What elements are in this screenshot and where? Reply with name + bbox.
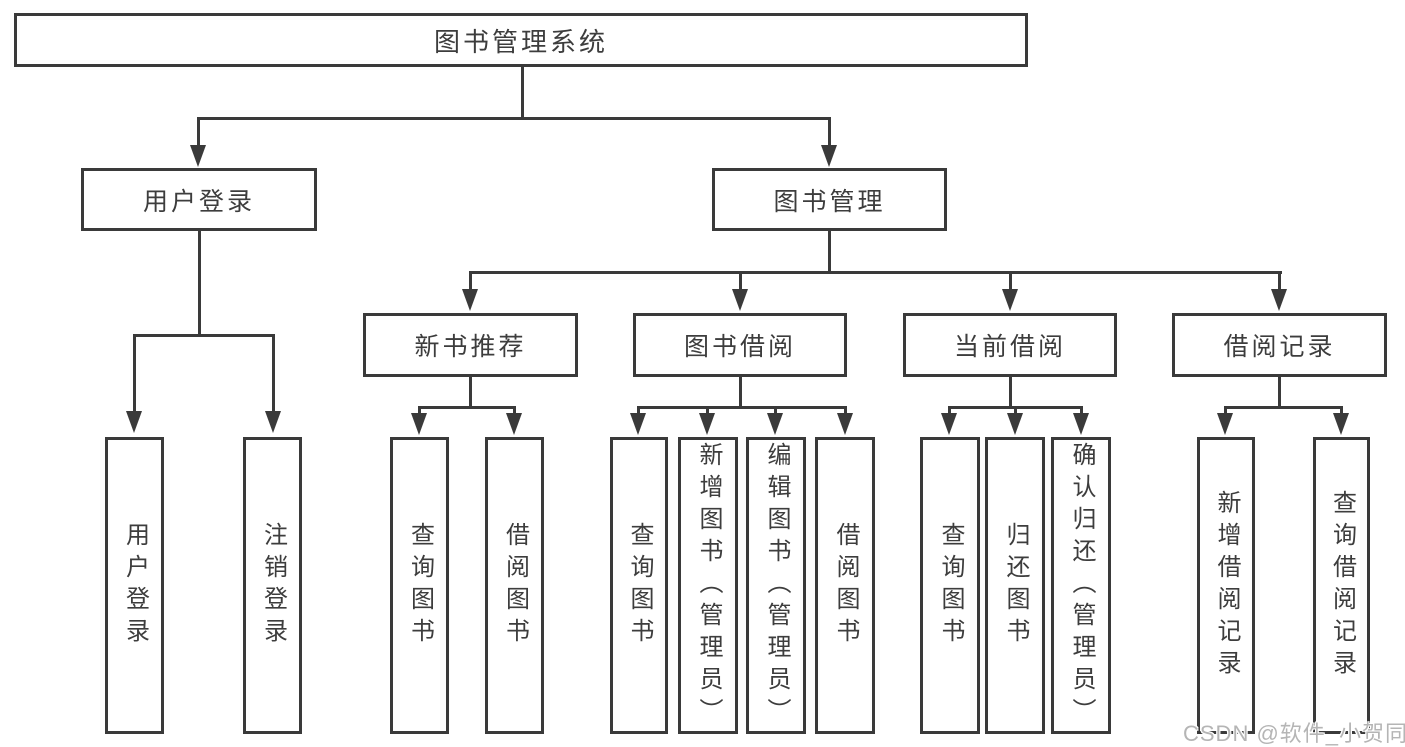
arrowhead-down-icon <box>126 411 142 433</box>
arrowhead-down-icon <box>1002 289 1018 311</box>
leaf-label: 查询图书 <box>937 521 964 650</box>
connector-stem <box>1009 375 1012 409</box>
node-root-library-system: 图书管理系统 <box>14 13 1028 67</box>
leaf-label: 查询图书 <box>406 521 434 650</box>
node-current-borrowing-label: 当前借阅 <box>953 333 1066 361</box>
connector-stem <box>469 271 472 291</box>
connector-stem <box>1014 406 1017 416</box>
node-leaf-borrow-books: 借阅图书 <box>815 437 875 734</box>
node-leaf-add-borrow-record: 新增借阅记录 <box>1197 437 1255 734</box>
arrowhead-down-icon <box>1333 413 1349 435</box>
connector-stem <box>739 271 742 291</box>
connector-stem <box>774 406 777 416</box>
connector-stem <box>1224 406 1227 416</box>
node-leaf-edit-books-admin: 编辑图书（管理员） <box>746 437 806 734</box>
node-book-management: 图书管理 <box>712 168 947 231</box>
leaf-label: 查询图书 <box>626 521 653 650</box>
connector-stem <box>133 334 136 413</box>
arrowhead-down-icon <box>411 413 427 435</box>
node-book-borrowing: 图书借阅 <box>633 313 847 377</box>
arrowhead-down-icon <box>699 413 715 435</box>
node-borrow-records: 借阅记录 <box>1172 313 1387 377</box>
connector-stem <box>1080 406 1083 416</box>
connector-stem <box>706 406 709 416</box>
connector-stem <box>1278 375 1281 409</box>
connector-stem <box>637 406 640 416</box>
connector-stem <box>469 375 472 409</box>
node-leaf-return-books: 归还图书 <box>985 437 1045 734</box>
node-borrow-records-label: 借阅记录 <box>1223 333 1336 361</box>
leaf-label: 用户登录 <box>121 521 149 650</box>
connector-stem <box>739 375 742 409</box>
leaf-label: 新增图书（管理员） <box>695 441 722 730</box>
arrowhead-down-icon <box>506 413 522 435</box>
connector-stem <box>197 117 200 148</box>
csdn-watermark: CSDN @软件_小贺同学 <box>1183 721 1405 746</box>
connector-stem <box>1278 271 1281 291</box>
node-new-book-recommend-label: 新书推荐 <box>414 333 527 361</box>
node-leaf-query-books-recommend: 查询图书 <box>390 437 449 734</box>
connector-stem <box>844 406 847 416</box>
arrowhead-down-icon <box>630 413 646 435</box>
leaf-label: 归还图书 <box>1002 521 1029 650</box>
arrowhead-down-icon <box>265 411 281 433</box>
leaf-label: 借阅图书 <box>501 521 529 650</box>
node-leaf-query-books-current: 查询图书 <box>920 437 980 734</box>
connector-stem <box>948 406 951 416</box>
connector-root-stem <box>521 65 524 119</box>
arrowhead-down-icon <box>1073 413 1089 435</box>
connector-stem <box>828 229 831 274</box>
node-user-login-label: 用户登录 <box>142 187 255 216</box>
arrowhead-down-icon <box>821 145 837 167</box>
connector-rail <box>1224 406 1343 409</box>
connector-stem <box>1340 406 1343 416</box>
connector-stem <box>828 117 831 148</box>
leaf-label: 查询借阅记录 <box>1328 489 1356 682</box>
arrowhead-down-icon <box>1007 413 1023 435</box>
arrowhead-down-icon <box>1271 289 1287 311</box>
connector-rail <box>133 334 275 337</box>
node-leaf-add-books-admin: 新增图书（管理员） <box>678 437 738 734</box>
connector-rail <box>637 406 847 409</box>
node-user-login: 用户登录 <box>81 168 317 231</box>
leaf-label: 新增借阅记录 <box>1213 489 1240 682</box>
node-current-borrowing: 当前借阅 <box>903 313 1117 377</box>
arrowhead-down-icon <box>1217 413 1233 435</box>
connector-level2-rail <box>469 271 1282 274</box>
node-root-label: 图书管理系统 <box>433 26 608 57</box>
connector-rail <box>418 406 516 409</box>
connector-stem <box>513 406 516 416</box>
arrowhead-down-icon <box>462 289 478 311</box>
leaf-label: 借阅图书 <box>832 521 859 650</box>
arrowhead-down-icon <box>190 145 206 167</box>
node-leaf-borrow-books-recommend: 借阅图书 <box>485 437 544 734</box>
leaf-label: 注销登录 <box>259 521 287 650</box>
node-book-borrowing-label: 图书借阅 <box>683 333 796 361</box>
node-book-management-label: 图书管理 <box>773 187 886 216</box>
node-leaf-query-books-borrowing: 查询图书 <box>610 437 668 734</box>
arrowhead-down-icon <box>837 413 853 435</box>
connector-stem <box>272 334 275 413</box>
connector-level1-rail <box>197 117 831 120</box>
leaf-label: 确认归还（管理员） <box>1068 441 1095 730</box>
node-leaf-confirm-return-admin: 确认归还（管理员） <box>1051 437 1111 734</box>
arrowhead-down-icon <box>732 289 748 311</box>
node-leaf-user-login: 用户登录 <box>105 437 164 734</box>
leaf-label: 编辑图书（管理员） <box>763 441 790 730</box>
connector-stem <box>1009 271 1012 291</box>
connector-stem <box>418 406 421 416</box>
node-leaf-query-borrow-record: 查询借阅记录 <box>1313 437 1370 734</box>
node-new-book-recommend: 新书推荐 <box>363 313 578 377</box>
connector-stem <box>198 229 201 337</box>
arrowhead-down-icon <box>767 413 783 435</box>
arrowhead-down-icon <box>941 413 957 435</box>
node-leaf-logout: 注销登录 <box>243 437 302 734</box>
